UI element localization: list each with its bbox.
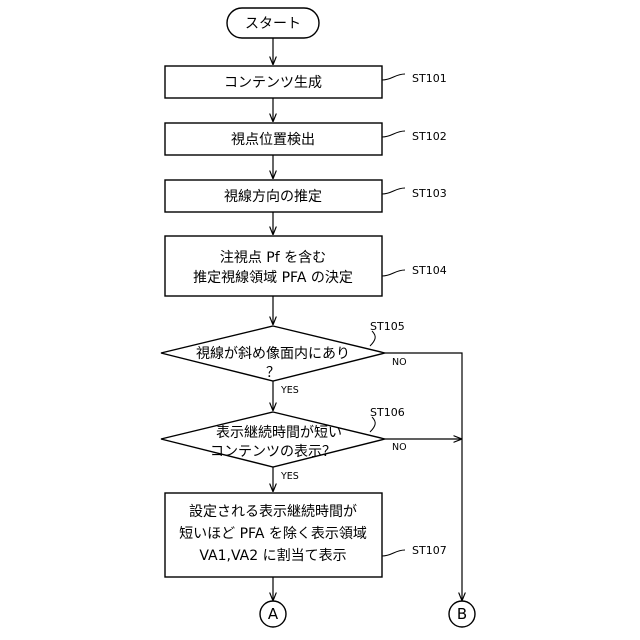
leader-st104 bbox=[382, 270, 405, 276]
leader-st101 bbox=[382, 74, 405, 80]
step-label-st107: ST107 bbox=[412, 544, 447, 557]
process-text-st104-line1: 注視点 Pf を含む bbox=[220, 250, 326, 266]
step-label-st106: ST106 bbox=[370, 406, 405, 419]
leader-st103 bbox=[382, 188, 405, 194]
process-text-st101: コンテンツ生成 bbox=[224, 75, 322, 91]
process-box-st104 bbox=[165, 236, 382, 296]
process-text-st107-line3: VA1,VA2 に割当て表示 bbox=[199, 547, 346, 564]
decision-text-st105-line2: ？ bbox=[266, 365, 280, 381]
connector-label-b: B bbox=[457, 605, 467, 623]
yes-label-st105: YES bbox=[280, 385, 299, 396]
yes-label-st106: YES bbox=[280, 471, 299, 482]
connector-st105-no-b bbox=[385, 353, 462, 600]
decision-text-st106-line1: 表示継続時間が短い bbox=[216, 424, 342, 441]
step-label-st103: ST103 bbox=[412, 187, 447, 200]
decision-text-st105-line1: 視線が斜め像面内にあり bbox=[196, 346, 350, 362]
no-label-st105: NO bbox=[392, 357, 407, 368]
start-label: スタート bbox=[245, 16, 301, 32]
process-text-st104-line2: 推定視線領域 PFA の決定 bbox=[193, 269, 353, 286]
step-label-st101: ST101 bbox=[412, 72, 447, 85]
leader-st106 bbox=[370, 417, 375, 432]
step-label-st104: ST104 bbox=[412, 264, 447, 277]
step-label-st105: ST105 bbox=[370, 320, 405, 333]
leader-st107 bbox=[382, 550, 405, 556]
no-label-st106: NO bbox=[392, 442, 407, 453]
connector-label-a: A bbox=[268, 605, 279, 623]
decision-text-st106-line2: コンテンツの表示？ bbox=[210, 444, 336, 460]
step-label-st102: ST102 bbox=[412, 130, 447, 143]
leader-st105 bbox=[370, 331, 375, 346]
leader-st102 bbox=[382, 131, 405, 137]
process-text-st103: 視線方向の推定 bbox=[224, 189, 322, 205]
process-text-st102: 視点位置検出 bbox=[231, 132, 315, 148]
process-text-st107-line1: 設定される表示継続時間が bbox=[189, 503, 357, 520]
process-text-st107-line2: 短いほど PFA を除く表示領域 bbox=[179, 525, 367, 542]
